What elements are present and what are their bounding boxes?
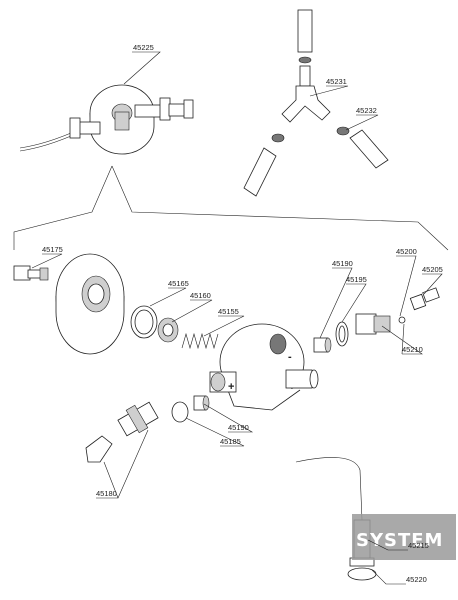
label-45205: 45205 bbox=[422, 265, 443, 274]
label-45190-upper: 45190 bbox=[332, 259, 353, 268]
label-45195: 45195 bbox=[346, 275, 367, 284]
part-45185 bbox=[171, 401, 189, 423]
label-45165: 45165 bbox=[168, 279, 189, 288]
main-housing-disc bbox=[55, 253, 125, 355]
label-45225: 45225 bbox=[133, 43, 154, 52]
label-45175: 45175 bbox=[42, 245, 63, 254]
y-connector-45231 bbox=[243, 9, 389, 197]
part-45155 bbox=[181, 332, 219, 350]
minus-mark: - bbox=[288, 351, 292, 363]
part-45200 bbox=[398, 316, 406, 324]
part-45205 bbox=[409, 287, 440, 311]
label-45155: 45155 bbox=[218, 307, 239, 316]
part-45195 bbox=[335, 321, 349, 347]
part-45210-fitting bbox=[355, 313, 391, 335]
part-45220 bbox=[347, 557, 377, 581]
watermark-logo: SYSTEM bbox=[352, 514, 456, 560]
label-45210: 45210 bbox=[402, 345, 423, 354]
label-45200: 45200 bbox=[396, 247, 417, 256]
valve-body bbox=[209, 323, 319, 411]
part-45160 bbox=[157, 317, 179, 343]
part-45190-lower bbox=[193, 395, 210, 411]
exploded-view-bracket bbox=[13, 165, 449, 251]
part-labels: 45225 45231 45232 45175 45165 45160 4515… bbox=[42, 43, 443, 584]
watermark-text: SYSTEM bbox=[356, 530, 443, 551]
part-45180 bbox=[85, 401, 159, 463]
assembly-45225 bbox=[19, 84, 194, 155]
label-45232: 45232 bbox=[356, 106, 377, 115]
label-45215: 45215 bbox=[408, 541, 429, 550]
label-45180: 45180 bbox=[96, 489, 117, 498]
label-45190-lower: 45190 bbox=[228, 423, 249, 432]
label-45231: 45231 bbox=[326, 77, 347, 86]
label-45220: 45220 bbox=[406, 575, 427, 584]
part-45165 bbox=[130, 305, 158, 339]
leader-lines bbox=[31, 51, 443, 585]
label-45160: 45160 bbox=[190, 291, 211, 300]
part-45190-upper bbox=[313, 337, 332, 353]
part-45175 bbox=[13, 265, 49, 281]
label-45185: 45185 bbox=[220, 437, 241, 446]
plus-mark: + bbox=[228, 381, 234, 393]
